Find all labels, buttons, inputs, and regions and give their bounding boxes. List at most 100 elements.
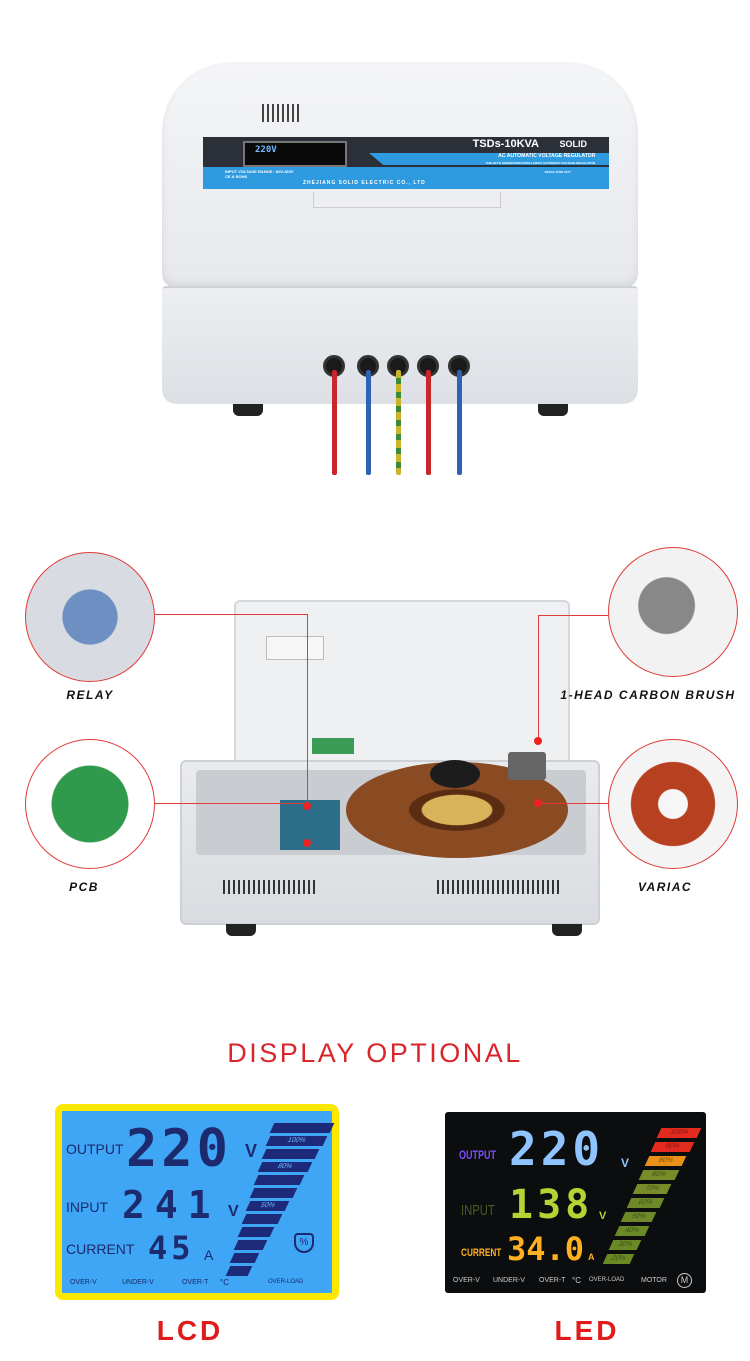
led-temp-unit: °C bbox=[572, 1276, 581, 1285]
variac-callout-line bbox=[538, 803, 608, 804]
led-level-bar: 100% bbox=[656, 1128, 702, 1138]
carbon-brush-photo bbox=[608, 547, 738, 677]
open-lid bbox=[234, 600, 570, 770]
led-level-bar: 70% bbox=[632, 1184, 672, 1194]
lcd-level-bar bbox=[237, 1227, 275, 1237]
led-level-bar: 60% bbox=[626, 1198, 664, 1208]
foot bbox=[233, 404, 263, 416]
brush-arm bbox=[430, 760, 480, 788]
lcd-level-bar: 80% bbox=[257, 1162, 312, 1172]
power-wire bbox=[332, 370, 337, 475]
lcd-level-bar: 100% bbox=[265, 1136, 327, 1146]
power-wire bbox=[396, 370, 401, 475]
pcb-label: PCB bbox=[69, 880, 99, 894]
led-over-load: OVER-LOAD bbox=[589, 1277, 625, 1283]
led-under-v: UNDER-V bbox=[493, 1277, 525, 1284]
small-board bbox=[312, 738, 354, 754]
lcd-input-label: INPUT bbox=[66, 1199, 108, 1215]
power-wire bbox=[457, 370, 462, 475]
brush-callout-line bbox=[538, 615, 539, 740]
lcd-level-bar bbox=[233, 1240, 267, 1250]
lcd-level-bar bbox=[249, 1188, 297, 1198]
lcd-output-unit: V bbox=[245, 1141, 258, 1161]
lcd-output-value: 220 bbox=[126, 1119, 232, 1179]
cover-flap bbox=[313, 192, 501, 208]
motor-icon: M bbox=[677, 1273, 692, 1288]
vent-grill bbox=[223, 880, 315, 894]
lcd-current-label: CURRENT bbox=[66, 1241, 135, 1257]
variac-marker bbox=[534, 799, 542, 807]
led-display: OUTPUT 220 V INPUT 138 V CURRENT 34.0 A … bbox=[445, 1112, 706, 1293]
variac-label: VARIAC bbox=[637, 880, 693, 894]
lcd-over-t: OVER-T bbox=[182, 1279, 209, 1286]
switch-labels: REGULATOR CITY bbox=[544, 170, 571, 174]
mini-display: 220V bbox=[243, 141, 347, 167]
relay-label: RELAY bbox=[66, 688, 114, 702]
model-name: TSDs-10KVA bbox=[472, 138, 539, 150]
pcb-callout-line bbox=[155, 803, 305, 804]
manufacturer: ZHEJIANG SOLID ELECTRIC CO., LTD bbox=[303, 180, 426, 186]
led-level-bar: 30% bbox=[608, 1240, 642, 1250]
lcd-over-load: OVER-LOAD bbox=[268, 1279, 304, 1285]
product-title: AC AUTOMATIC VOLTAGE REGULATOR bbox=[497, 153, 595, 159]
lcd-level-bar bbox=[261, 1149, 320, 1159]
led-motor: MOTOR bbox=[641, 1277, 667, 1284]
lcd-temp-unit: °C bbox=[220, 1278, 229, 1287]
lcd-input-unit: V bbox=[228, 1203, 239, 1220]
lcd-level-bar bbox=[225, 1266, 252, 1276]
front-label-panel: 220V SOLID TSDs-10KVA AC AUTOMATIC VOLTA… bbox=[203, 137, 609, 189]
carbon-brush-label: 1-HEAD CARBON BRUSH bbox=[560, 688, 736, 702]
lcd-display: OUTPUT 220 V INPUT 241 V CURRENT 45 A 10… bbox=[55, 1104, 339, 1300]
led-over-t: OVER-T bbox=[539, 1277, 566, 1284]
led-level-bar: 50% bbox=[620, 1212, 657, 1222]
led-current-unit: A bbox=[588, 1252, 595, 1262]
led-output-label: OUTPUT bbox=[459, 1148, 497, 1162]
lcd-level-bar bbox=[229, 1253, 260, 1263]
led-input-label: INPUT bbox=[461, 1202, 495, 1219]
led-output-value: 220 bbox=[509, 1122, 605, 1176]
led-level-bar: 80% bbox=[644, 1156, 687, 1166]
pcb-marker bbox=[303, 839, 311, 847]
led-over-v: OVER-V bbox=[453, 1277, 480, 1284]
input-range: INPUT VOLTAGE RANGE : 80V-260V bbox=[225, 169, 294, 174]
vent-grill bbox=[437, 880, 560, 894]
pcb-photo bbox=[25, 739, 155, 869]
led-output-unit: V bbox=[621, 1156, 630, 1170]
product-subtitle: THE FIFTH GENERATION INTELLIGENT AUTOMAT… bbox=[485, 161, 595, 165]
foot bbox=[538, 404, 568, 416]
led-level-bar: 80% bbox=[638, 1170, 679, 1180]
percent-shield-icon: % bbox=[294, 1233, 314, 1253]
terminal-block bbox=[266, 636, 324, 660]
lcd-current-unit: A bbox=[204, 1247, 214, 1263]
lcd-level-bar bbox=[241, 1214, 282, 1224]
lcd-level-bar bbox=[269, 1123, 335, 1133]
lcd-level-bar bbox=[253, 1175, 305, 1185]
led-level-bar: 90% bbox=[650, 1142, 694, 1152]
relay-marker bbox=[303, 802, 311, 810]
led-current-value: 34.0 bbox=[507, 1230, 585, 1268]
lcd-level-bar: 50% bbox=[245, 1201, 290, 1211]
certification: CE & ROHS bbox=[225, 174, 248, 179]
brush-callout-line bbox=[538, 615, 608, 616]
lcd-output-label: OUTPUT bbox=[66, 1141, 124, 1157]
relay-callout-line bbox=[155, 614, 307, 615]
power-wire bbox=[426, 370, 431, 475]
carbon-brush bbox=[508, 752, 546, 780]
foot bbox=[226, 924, 256, 936]
led-level-bar: 20% bbox=[602, 1254, 634, 1264]
relay-photo bbox=[25, 552, 155, 682]
led-label: LED bbox=[554, 1315, 620, 1346]
variac-photo bbox=[608, 739, 738, 869]
foot bbox=[552, 924, 582, 936]
lcd-over-v: OVER-V bbox=[70, 1279, 97, 1286]
led-level-bar: 40% bbox=[614, 1226, 649, 1236]
lcd-under-v: UNDER-V bbox=[122, 1279, 154, 1286]
section-title: DISPLAY OPTIONAL bbox=[227, 1038, 523, 1068]
lcd-current-value: 45 bbox=[148, 1229, 195, 1267]
brush-marker bbox=[534, 737, 542, 745]
brand-logo: SOLID bbox=[559, 139, 587, 149]
lcd-label: LCD bbox=[156, 1315, 224, 1346]
lcd-input-value: 241 bbox=[122, 1183, 221, 1227]
vent-slots bbox=[262, 104, 302, 122]
led-input-unit: V bbox=[599, 1210, 607, 1222]
